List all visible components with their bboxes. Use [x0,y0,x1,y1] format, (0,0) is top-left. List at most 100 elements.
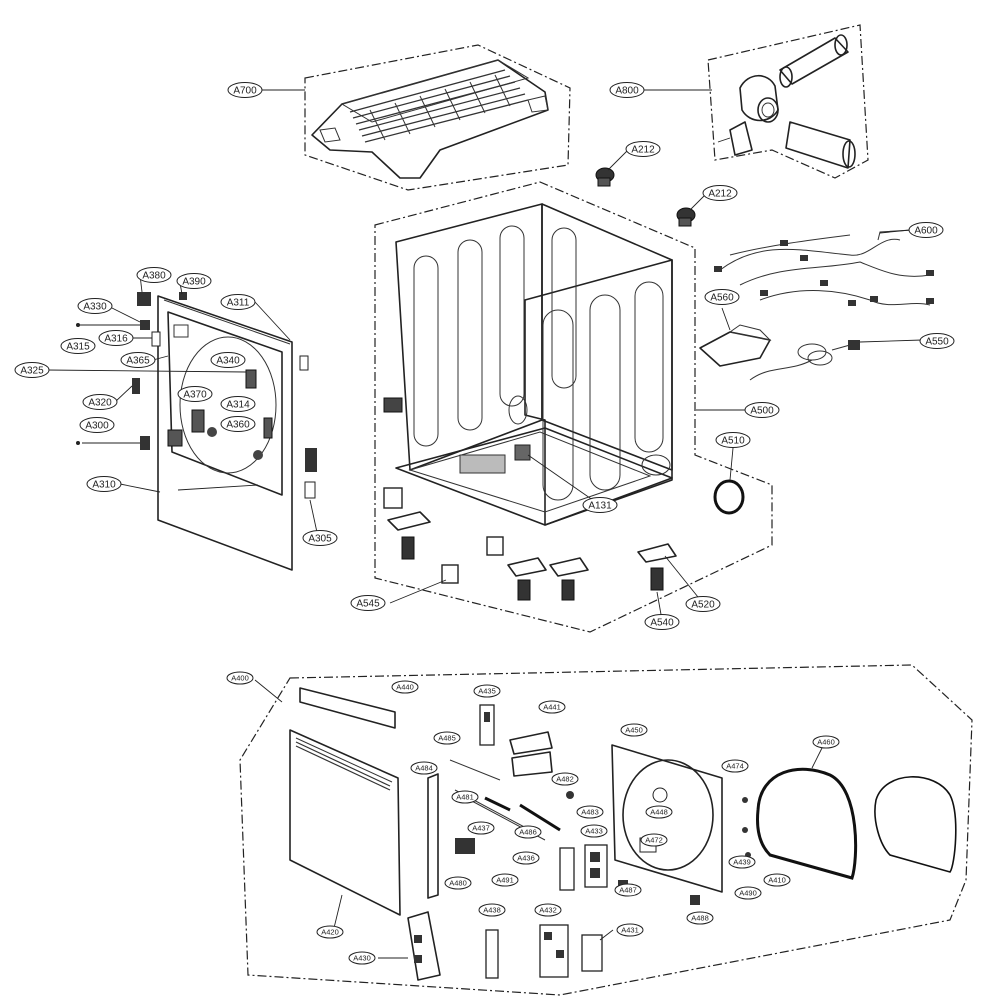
part-a430-hinges [407,911,603,981]
label-oval [812,735,840,749]
part-a441-clips [509,731,553,777]
label-text: A310 [92,480,116,491]
label-a545: A545 [350,595,386,611]
label-oval [302,530,338,546]
label-a340: A340 [210,352,246,368]
label-oval [512,851,540,865]
label-text: A420 [321,928,339,937]
label-a431: A431 [616,923,644,937]
label-text: A800 [615,86,639,97]
label-text: A316 [104,334,128,345]
leader-lines [46,89,923,959]
label-a437: A437 [467,821,495,835]
part-a420-door-panel [289,729,401,916]
label-oval [551,772,579,786]
label-oval [491,873,519,887]
label-oval [514,825,542,839]
label-a436: A436 [512,851,540,865]
label-a472: A472 [640,833,668,847]
label-oval [348,951,376,965]
label-text: A472 [645,836,663,845]
label-text: A315 [66,342,90,353]
label-oval [645,805,673,819]
label-text: A320 [88,398,112,409]
label-a460: A460 [812,735,840,749]
part-a700-grill [311,59,549,179]
label-a560: A560 [704,289,740,305]
label-a481: A481 [451,790,479,804]
label-oval [14,362,50,378]
label-text: A435 [478,687,496,696]
label-oval [919,333,955,349]
label-a360: A360 [220,416,256,432]
label-text: A330 [83,302,107,313]
label-oval [685,596,721,612]
left-side-small-parts [76,292,317,499]
label-text: A441 [543,703,561,712]
label-text: A491 [496,876,514,885]
label-oval [580,824,608,838]
label-text: A460 [817,738,835,747]
label-a491: A491 [491,873,519,887]
part-a212-thermostat-lower [676,207,696,227]
part-a450-door-frame [611,744,723,893]
label-oval [410,761,438,775]
label-text: A325 [20,366,44,377]
label-oval [644,614,680,630]
label-text: A474 [726,762,744,771]
label-oval [77,298,113,314]
label-text: A305 [308,534,332,545]
label-oval [744,402,780,418]
label-a484: A484 [410,761,438,775]
label-oval [451,790,479,804]
part-a510-gasket [713,479,745,515]
label-text: A483 [581,808,599,817]
label-text: A311 [227,298,250,309]
label-oval [616,923,644,937]
label-oval [86,476,122,492]
label-text: A490 [739,889,757,898]
label-oval [220,294,256,310]
label-oval [316,925,344,939]
label-a600: A600 [908,222,944,238]
label-text: A436 [517,854,535,863]
label-a315: A315 [60,338,96,354]
label-text: A390 [182,277,206,288]
label-a320: A320 [82,394,118,410]
group-a800-boundary [707,24,869,179]
label-text: A485 [438,734,456,743]
label-text: A545 [356,599,380,610]
label-a439: A439 [728,855,756,869]
label-a510: A510 [715,432,751,448]
label-a550: A550 [919,333,955,349]
label-a700: A700 [227,82,263,98]
label-a474: A474 [721,759,749,773]
part-a440-handle [299,687,396,729]
label-a500: A500 [744,402,780,418]
label-a441: A441 [538,700,566,714]
label-oval [473,684,501,698]
label-text: A560 [710,293,734,304]
label-text: A400 [231,674,249,683]
label-text: A487 [619,886,637,895]
label-a432: A432 [534,903,562,917]
label-text: A480 [449,879,467,888]
label-a440: A440 [391,680,419,694]
label-text: A520 [691,600,715,611]
label-a311: A311 [220,294,256,310]
label-oval [582,497,618,513]
part-a310-front-panel [157,295,293,571]
label-text: A314 [226,400,250,411]
label-text: A212 [631,145,655,156]
label-oval [576,805,604,819]
label-text: A380 [142,271,166,282]
label-a483: A483 [576,805,604,819]
label-a430: A430 [348,951,376,965]
label-text: A700 [233,86,257,97]
label-text: A410 [768,876,786,885]
label-text: A131 [588,501,612,512]
label-a314: A314 [220,396,256,412]
label-text: A450 [625,726,643,735]
label-text: A365 [126,356,150,367]
